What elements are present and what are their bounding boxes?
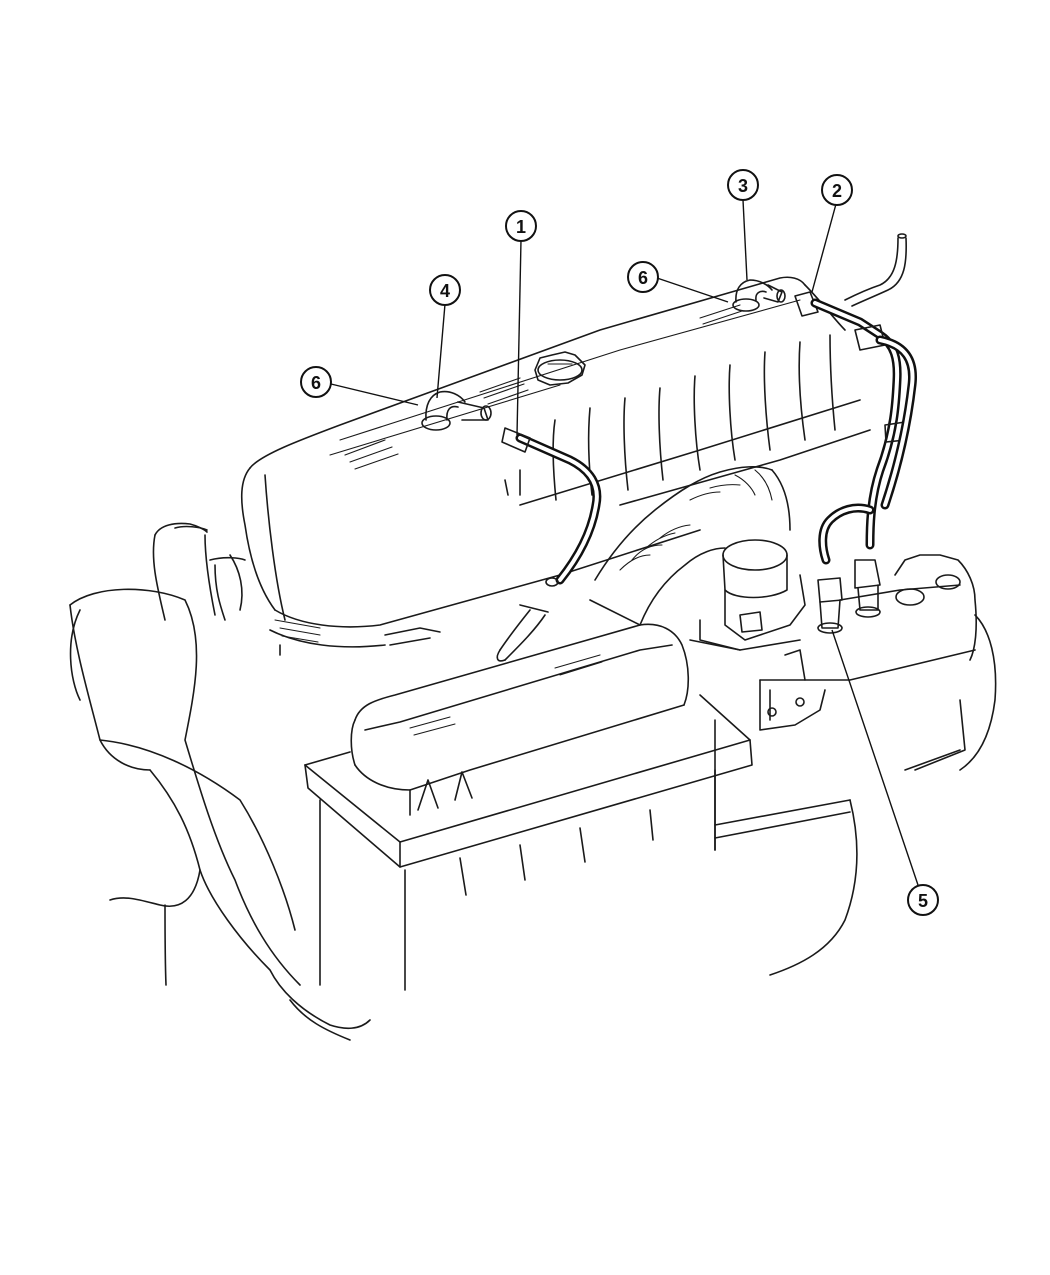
callout-3: 3 [727,169,759,201]
callout-1-label: 1 [516,217,526,237]
intake-tube [589,466,806,641]
callout-1: 1 [505,210,537,242]
callout-5-label: 5 [918,891,928,911]
oil-filler-cap [534,351,586,386]
callout-2: 2 [821,174,853,206]
front-breather-elbow [732,279,786,312]
callout-4-label: 4 [440,281,450,301]
engine-block [689,554,997,976]
callout-6-rear: 6 [300,366,332,398]
callout-4: 4 [429,274,461,306]
callout-6-rear-label: 6 [311,373,321,393]
fan-assembly [69,588,371,1041]
leader-lines [330,199,919,886]
callout-6-front-label: 6 [638,268,648,288]
water-outlet [152,522,246,621]
air-cleaner-box [304,623,753,991]
pcv-hose [794,233,918,565]
rear-breather-elbow [421,390,492,431]
callout-6-front: 6 [627,261,659,293]
callout-3-label: 3 [738,176,748,196]
breather-hose [496,427,602,662]
callout-5: 5 [907,884,939,916]
callout-2-label: 2 [832,181,842,201]
valve-cover [240,276,871,656]
pcv-valve-fitting [817,559,881,634]
